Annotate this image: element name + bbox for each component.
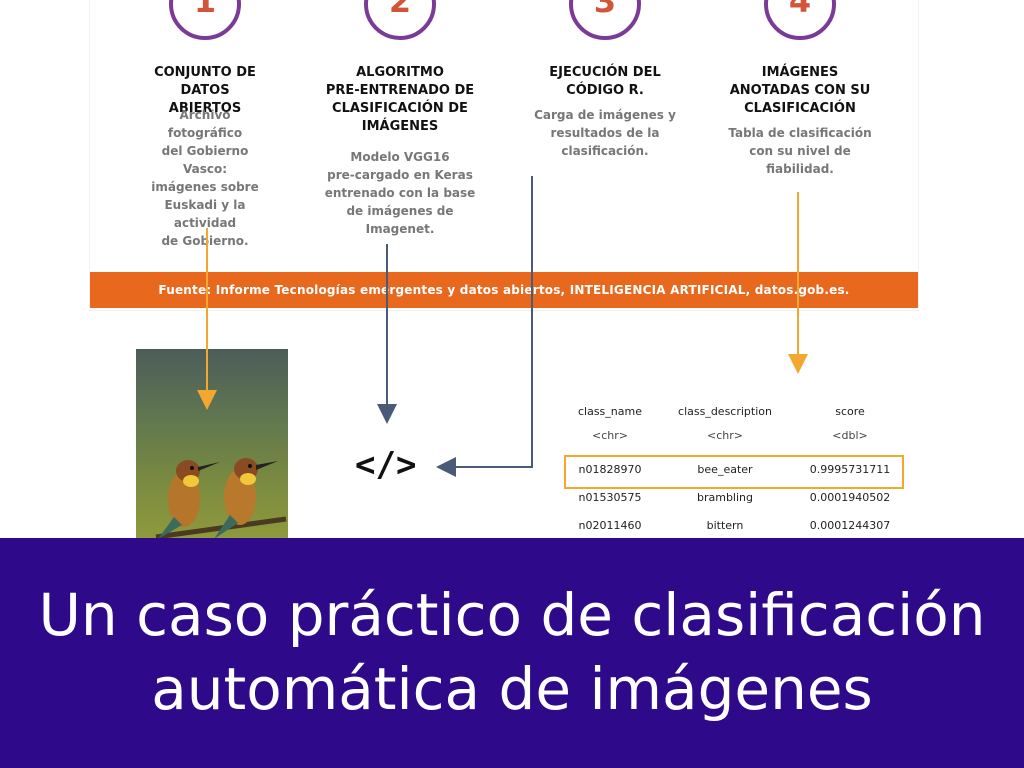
step-3-title: EJECUCIÓN DEL CÓDIGO R. xyxy=(549,65,661,98)
table-type-cell: <chr> xyxy=(707,429,743,442)
bee-eater-photo xyxy=(136,349,288,539)
step-4-title: IMÁGENES ANOTADAS CON SU CLASIFICACIÓN xyxy=(729,65,871,116)
table-type-row: <chr> <chr> <dbl> xyxy=(560,429,920,455)
bird-left xyxy=(158,460,220,539)
table-cell: bittern xyxy=(706,519,744,532)
table-row: n01828970 bee_eater 0.9995731711 xyxy=(560,463,920,489)
process-card: 1 CONJUNTO DE DATOS ABIERTOS Archivo fot… xyxy=(90,0,918,310)
table-cell: bee_eater xyxy=(697,463,753,476)
birds-illustration xyxy=(155,458,287,539)
step-1-description: Archivo fotográfico del Gobierno Vasco: … xyxy=(151,108,259,248)
table-cell: brambling xyxy=(696,491,753,504)
code-icon: </> xyxy=(355,445,417,485)
bird-right xyxy=(214,458,278,539)
step-2-number: 2 xyxy=(388,0,412,20)
table-cell: n01828970 xyxy=(578,463,642,476)
slide-title: Un caso práctico de clasificación automá… xyxy=(38,581,986,723)
table-cell: n01530575 xyxy=(578,491,642,504)
infographic: 1 CONJUNTO DE DATOS ABIERTOS Archivo fot… xyxy=(90,0,920,539)
top-result-highlight xyxy=(564,455,904,489)
step-3-number: 3 xyxy=(593,0,617,20)
table-cell: 0.9995731711 xyxy=(809,463,891,476)
source-banner: Fuente: Informe Tecnologías emergentes y… xyxy=(90,272,918,308)
table-cell: n02011460 xyxy=(578,519,642,532)
connector-arrows xyxy=(197,176,808,477)
table-header-cell: class_name xyxy=(577,405,642,418)
table-row: n02011460 bittern 0.0001244307 xyxy=(560,519,920,545)
table-header-cell: score xyxy=(835,405,865,418)
table-header-row: class_name class_description score xyxy=(560,405,920,431)
step-1-title: CONJUNTO DE DATOS ABIERTOS xyxy=(154,65,256,116)
step-3-description: Carga de imágenes y resultados de la cla… xyxy=(534,108,676,158)
table-type-cell: <dbl> xyxy=(832,429,868,442)
step-4-number: 4 xyxy=(788,0,812,20)
title-bar xyxy=(0,538,1024,768)
step-2-description: Modelo VGG16 pre-cargado en Keras entren… xyxy=(324,150,476,236)
table-cell: 0.0001244307 xyxy=(809,519,891,532)
table-type-cell: <chr> xyxy=(592,429,628,442)
table-row: n01530575 brambling 0.0001940502 xyxy=(560,491,920,517)
arrow-step-3-to-code xyxy=(436,176,533,477)
step-2-title: ALGORITMO PRE-ENTRENADO DE CLASIFICACIÓN… xyxy=(325,65,475,134)
table-cell: 0.0001940502 xyxy=(809,491,891,504)
step-4-description: Tabla de clasificación con su nivel de f… xyxy=(728,126,872,176)
step-1-number: 1 xyxy=(193,0,217,20)
table-header-cell: class_description xyxy=(678,405,772,418)
